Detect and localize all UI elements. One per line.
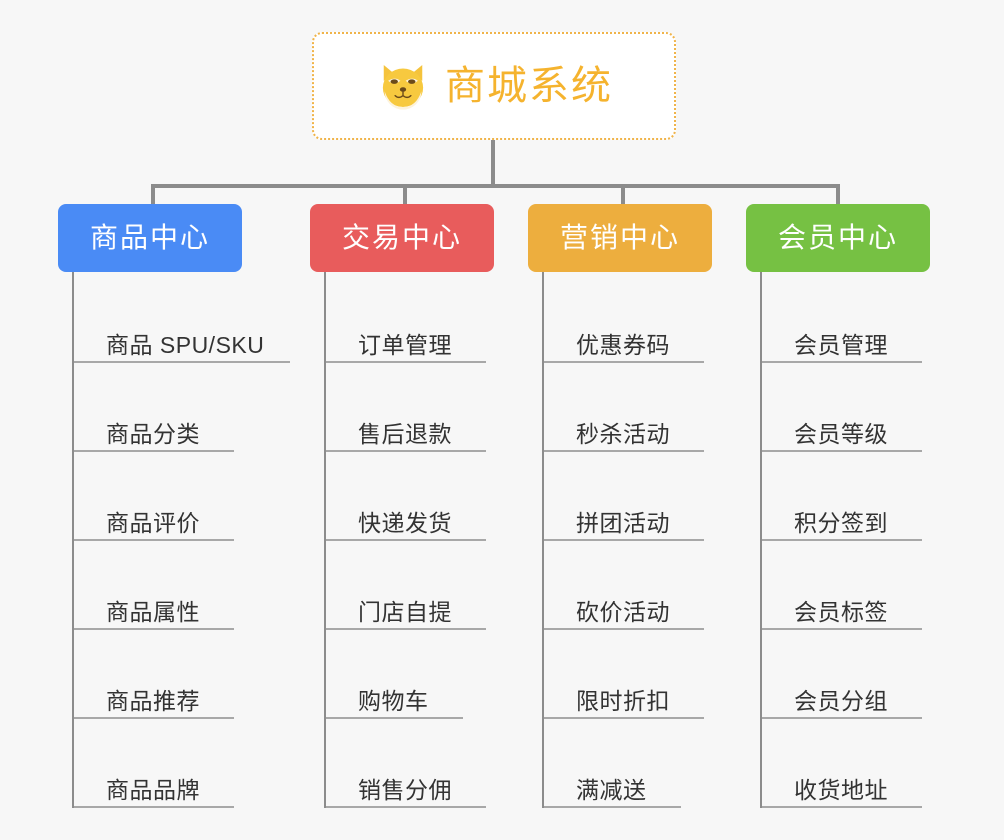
item-underline — [74, 450, 234, 452]
item-underline — [762, 361, 922, 363]
list-item-label: 收货地址 — [794, 777, 888, 803]
item-underline — [74, 628, 234, 630]
column-marketing-center: 营销中心 优惠券码 秒杀活动 拼团活动 砍价活动 限时折扣 满减送 — [528, 204, 748, 808]
list-item-label: 满减送 — [576, 777, 647, 803]
list-item-label: 限时折扣 — [576, 688, 670, 714]
connector-bus — [151, 184, 840, 188]
connector-drop-col-0 — [151, 184, 155, 206]
list-item[interactable]: 会员等级 — [762, 363, 966, 452]
child-list-trade-center: 订单管理 售后退款 快递发货 门店自提 购物车 销售分佣 — [324, 272, 530, 808]
list-item-label: 商品 SPU/SKU — [106, 332, 265, 358]
list-item-label: 购物车 — [358, 688, 429, 714]
list-item[interactable]: 快递发货 — [326, 452, 530, 541]
list-item-label: 商品分类 — [106, 421, 200, 447]
category-header-marketing-center[interactable]: 营销中心 — [528, 204, 712, 272]
item-underline — [326, 806, 486, 808]
column-trade-center: 交易中心 订单管理 售后退款 快递发货 门店自提 购物车 销售分佣 — [310, 204, 530, 808]
category-header-member-center[interactable]: 会员中心 — [746, 204, 930, 272]
connector-drop-col-1 — [403, 184, 407, 206]
list-item-label: 订单管理 — [358, 332, 452, 358]
item-underline — [544, 806, 681, 808]
item-underline — [74, 361, 290, 363]
list-item[interactable]: 满减送 — [544, 719, 748, 808]
list-item[interactable]: 砍价活动 — [544, 541, 748, 630]
category-label: 营销中心 — [559, 222, 680, 253]
list-item-label: 会员管理 — [794, 332, 888, 358]
list-item[interactable]: 商品 SPU/SKU — [74, 274, 308, 363]
item-underline — [762, 450, 922, 452]
list-item-label: 商品属性 — [106, 599, 200, 625]
list-item[interactable]: 优惠券码 — [544, 274, 748, 363]
item-underline — [544, 450, 704, 452]
item-underline — [544, 361, 704, 363]
list-item-label: 销售分佣 — [358, 777, 452, 803]
list-item-label: 售后退款 — [358, 421, 452, 447]
list-item[interactable]: 秒杀活动 — [544, 363, 748, 452]
list-item-label: 会员分组 — [794, 688, 888, 714]
item-underline — [544, 539, 704, 541]
category-label: 交易中心 — [341, 222, 462, 253]
list-item[interactable]: 商品分类 — [74, 363, 308, 452]
list-item[interactable]: 商品评价 — [74, 452, 308, 541]
item-underline — [762, 628, 922, 630]
column-member-center: 会员中心 会员管理 会员等级 积分签到 会员标签 会员分组 收货地址 — [746, 204, 966, 808]
list-item[interactable]: 售后退款 — [326, 363, 530, 452]
list-item-label: 拼团活动 — [576, 510, 670, 536]
connector-drop-col-2 — [621, 184, 625, 206]
list-item[interactable]: 拼团活动 — [544, 452, 748, 541]
list-item[interactable]: 会员分组 — [762, 630, 966, 719]
list-item-label: 商品评价 — [106, 510, 200, 536]
child-list-marketing-center: 优惠券码 秒杀活动 拼团活动 砍价活动 限时折扣 满减送 — [542, 272, 748, 808]
connector-root-stem — [491, 140, 495, 186]
item-underline — [326, 628, 486, 630]
list-item-label: 会员等级 — [794, 421, 888, 447]
list-item[interactable]: 收货地址 — [762, 719, 966, 808]
item-underline — [326, 361, 486, 363]
category-label: 会员中心 — [777, 222, 898, 253]
list-item-label: 门店自提 — [358, 599, 452, 625]
column-product-center: 商品中心 商品 SPU/SKU 商品分类 商品评价 商品属性 商品推荐 商品品牌 — [58, 204, 308, 808]
item-underline — [326, 539, 486, 541]
item-underline — [74, 539, 234, 541]
child-list-product-center: 商品 SPU/SKU 商品分类 商品评价 商品属性 商品推荐 商品品牌 — [72, 272, 308, 808]
item-underline — [326, 450, 486, 452]
list-item-label: 会员标签 — [794, 599, 888, 625]
list-item[interactable]: 订单管理 — [326, 274, 530, 363]
item-underline — [762, 539, 922, 541]
list-item-label: 商品推荐 — [106, 688, 200, 714]
list-item[interactable]: 会员标签 — [762, 541, 966, 630]
item-underline — [74, 806, 234, 808]
list-item[interactable]: 购物车 — [326, 630, 530, 719]
item-underline — [74, 717, 234, 719]
child-list-member-center: 会员管理 会员等级 积分签到 会员标签 会员分组 收货地址 — [760, 272, 966, 808]
list-item-label: 快递发货 — [358, 510, 452, 536]
list-item[interactable]: 销售分佣 — [326, 719, 530, 808]
list-item[interactable]: 门店自提 — [326, 541, 530, 630]
root-title: 商城系统 — [445, 64, 613, 108]
list-item[interactable]: 商品品牌 — [74, 719, 308, 808]
category-header-product-center[interactable]: 商品中心 — [58, 204, 242, 272]
list-item-label: 积分签到 — [794, 510, 888, 536]
list-item[interactable]: 会员管理 — [762, 274, 966, 363]
list-item-label: 秒杀活动 — [576, 421, 670, 447]
list-item-label: 商品品牌 — [106, 777, 200, 803]
item-underline — [326, 717, 463, 719]
item-underline — [762, 806, 922, 808]
list-item-label: 优惠券码 — [576, 332, 670, 358]
list-item[interactable]: 积分签到 — [762, 452, 966, 541]
list-item[interactable]: 商品属性 — [74, 541, 308, 630]
connector-drop-col-3 — [836, 184, 840, 206]
root-node-shopping-mall-system[interactable]: 商城系统 — [312, 32, 676, 140]
list-item[interactable]: 限时折扣 — [544, 630, 748, 719]
category-label: 商品中心 — [89, 222, 210, 253]
item-underline — [762, 717, 922, 719]
shiba-dog-icon — [382, 65, 424, 110]
category-header-trade-center[interactable]: 交易中心 — [310, 204, 494, 272]
item-underline — [544, 628, 704, 630]
list-item-label: 砍价活动 — [576, 599, 670, 625]
list-item[interactable]: 商品推荐 — [74, 630, 308, 719]
item-underline — [544, 717, 704, 719]
